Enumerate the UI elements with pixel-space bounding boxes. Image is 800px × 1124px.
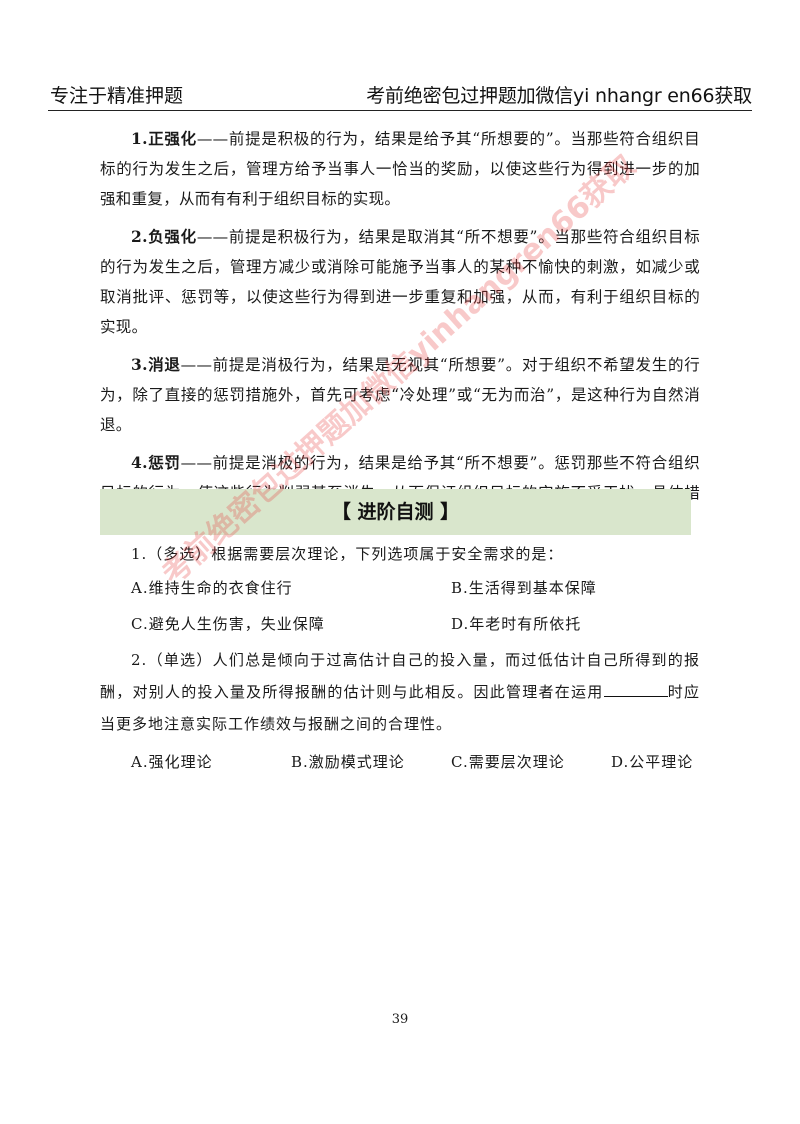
question-1-option-d: D.年老时有所依托 [451,615,582,633]
question-1-stem: 1.（多选）根据需要层次理论，下列选项属于安全需求的是： [131,545,564,563]
question-1-option-c: C.避免人生伤害，失业保障 [131,615,325,633]
header-left-text: 专注于精准押题 [50,85,184,107]
question-1-option-b: B.生活得到基本保障 [451,579,597,597]
paragraph-positive-reinforcement: 1.正强化——前提是积极的行为，结果是给予其“所想要的”。当那些符合组织目标的行… [100,124,700,214]
term-label: 4.惩罚 [131,453,181,472]
term-label: 2.负强化 [131,227,197,246]
section-title-band: 【 进阶自测 】 [100,489,691,535]
term-label: 3.消退 [131,355,181,374]
question-1-options-row-2: C.避免人生伤害，失业保障 D.年老时有所依托 [100,606,700,642]
section-title: 【 进阶自测 】 [331,501,460,523]
question-1-options-row-1: A.维持生命的衣食住行 B.生活得到基本保障 [100,570,700,606]
paragraph-negative-reinforcement: 2.负强化——前提是积极行为，结果是取消其“所不想要”。当那些符合组织目标的行为… [100,222,700,342]
paragraph-text: ——前提是积极的行为，结果是给予其“所想要的”。当那些符合组织目标的行为发生之后… [100,130,700,208]
paragraph-extinction: 3.消退——前提是消极行为，结果是无视其“所想要”。对于组织不希望发生的行为，除… [100,350,700,440]
question-2-option-d: D.公平理论 [611,753,694,771]
question-2-stem-before: 2.（单选）人们总是倾向于过高估计自己的投入量，而过低估计自己所得到的报酬，对别… [100,651,700,701]
question-1-option-a: A.维持生命的衣食住行 [131,579,293,597]
question-2-option-b: B.激励模式理论 [291,753,405,771]
question-2-option-c: C.需要层次理论 [451,753,565,771]
answer-blank [603,682,668,697]
page-header: 专注于精准押题 考前绝密包过押题加微信yi nhangr en66获取 [48,84,752,111]
header-right-text: 考前绝密包过押题加微信yi nhangr en66获取 [366,85,752,107]
main-content: 1.正强化——前提是积极的行为，结果是给予其“所想要的”。当那些符合组织目标的行… [100,124,700,546]
quiz-section: 1.（多选）根据需要层次理论，下列选项属于安全需求的是： A.维持生命的衣食住行… [100,538,700,780]
question-2-stem: 2.（单选）人们总是倾向于过高估计自己的投入量，而过低估计自己所得到的报酬，对别… [100,644,700,740]
paragraph-text: ——前提是积极行为，结果是取消其“所不想要”。当那些符合组织目标的行为发生之后，… [100,228,700,336]
paragraph-text: ——前提是消极行为，结果是无视其“所想要”。对于组织不希望发生的行为，除了直接的… [100,356,700,434]
question-2-option-a: A.强化理论 [131,753,213,771]
page-number: 39 [391,1012,409,1027]
question-2-stem-after: 时应当更多地注意实际工作绩效与报酬之间的合理性。 [100,683,700,733]
question-2-options-row: A.强化理论 B.激励模式理论 C.需要层次理论 D.公平理论 [100,744,700,780]
term-label: 1.正强化 [131,129,197,148]
